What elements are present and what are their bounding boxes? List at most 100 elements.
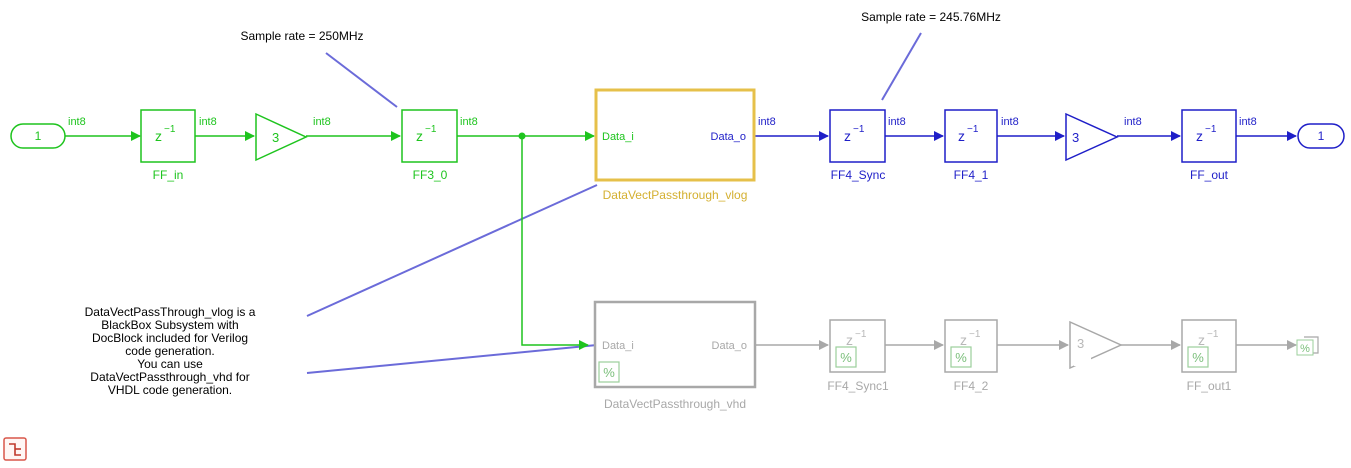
signal-type-label: int8 xyxy=(460,116,478,128)
note-line: code generation. xyxy=(125,344,214,358)
annotation-connectors xyxy=(306,32,922,374)
gain-value: 3 xyxy=(1077,336,1084,351)
delay-exponent: −1 xyxy=(969,329,981,340)
annotation-line xyxy=(881,32,922,101)
annotation-line xyxy=(325,52,398,108)
block-name: FF3_0 xyxy=(413,168,448,182)
note-line: DataVectPassThrough_vlog is a xyxy=(85,305,256,319)
subsystem-frame xyxy=(593,300,757,389)
gain3-block[interactable]: 3 xyxy=(1069,320,1123,370)
signal-type-label: int8 xyxy=(199,116,217,128)
comment-badge xyxy=(598,361,620,383)
comment-percent-icon: % xyxy=(840,350,852,365)
vlog-subsystem-block[interactable]: Data_i Data_o DataVectPassthrough_vlog xyxy=(594,88,756,202)
outport-number: 1 xyxy=(1318,129,1325,143)
delay-shape xyxy=(401,109,458,163)
delay-shape xyxy=(944,109,998,163)
input-port-label: Data_i xyxy=(602,131,634,143)
comment-percent-icon: % xyxy=(1192,350,1204,365)
comment-badge xyxy=(1187,346,1209,368)
vhd-subsystem-block[interactable]: Data_i Data_o % DataVectPassthrough_vhd xyxy=(593,300,757,411)
delay-exponent: −1 xyxy=(967,124,979,135)
delay-symbol: z xyxy=(844,128,851,144)
delay-symbol: z xyxy=(1196,128,1203,144)
ff4-sync1-delay-block[interactable]: z −1 % FF4_Sync1 xyxy=(827,319,889,393)
annotation-line xyxy=(306,344,598,374)
block-name: FF4_Sync xyxy=(831,168,886,182)
delay-shape xyxy=(1181,109,1237,163)
ff3-0-delay-block[interactable]: z −1 FF3_0 xyxy=(401,109,458,182)
comment-badge xyxy=(950,346,972,368)
comment-percent-icon: % xyxy=(955,350,967,365)
block-name: FF4_Sync1 xyxy=(827,379,889,393)
input-port-label: Data_i xyxy=(602,340,634,352)
note-line: DocBlock included for Verilog xyxy=(92,331,248,345)
delay-symbol: z xyxy=(416,128,423,144)
ff4-sync-delay-block[interactable]: z −1 FF4_Sync xyxy=(829,109,886,182)
comment-badge xyxy=(835,346,857,368)
inport-number: 1 xyxy=(35,129,42,143)
inport-block[interactable]: 1 xyxy=(10,123,66,149)
delay-symbol: z xyxy=(1198,332,1205,348)
comment-badge xyxy=(1296,339,1314,356)
inport-shape xyxy=(10,123,66,149)
block-name: FF4_1 xyxy=(954,168,989,182)
signal-type-label: int8 xyxy=(758,116,776,128)
gain-value: 3 xyxy=(1072,130,1079,145)
delay-exponent: −1 xyxy=(164,124,176,135)
outport-shape xyxy=(1297,123,1345,149)
delay-exponent: −1 xyxy=(1207,329,1219,340)
ff-out1-delay-block[interactable]: z −1 % FF_out1 xyxy=(1181,319,1237,393)
comment-percent-icon: % xyxy=(1300,343,1310,355)
delay-exponent: −1 xyxy=(853,124,865,135)
delay-exponent: −1 xyxy=(1205,124,1217,135)
signal-type-label: int8 xyxy=(1239,116,1257,128)
delay-shape xyxy=(829,109,886,163)
gain-mask xyxy=(1074,352,1091,366)
annotation-line xyxy=(306,184,598,317)
ff4-1-delay-block[interactable]: z −1 FF4_1 xyxy=(944,109,998,182)
gain-block[interactable]: 3 xyxy=(255,112,308,162)
signal-type-label: int8 xyxy=(1124,116,1142,128)
output-port-label: Data_o xyxy=(712,340,747,352)
ff-out-delay-block[interactable]: z −1 FF_out xyxy=(1181,109,1237,182)
note-line: You can use xyxy=(137,357,203,371)
ff-in-delay-block[interactable]: z −1 FF_in xyxy=(140,109,196,182)
sample-rate-250-annotation[interactable]: Sample rate = 250MHz xyxy=(240,29,363,43)
delay-exponent: −1 xyxy=(425,124,437,135)
delay-symbol: z xyxy=(846,332,853,348)
block-name: FF4_2 xyxy=(954,379,989,393)
signal-type-label: int8 xyxy=(68,116,86,128)
block-name: DataVectPassthrough_vhd xyxy=(604,397,746,411)
delay-shape xyxy=(140,109,196,163)
hierarchy-navigator-icon[interactable] xyxy=(3,437,27,461)
block-name: FF_in xyxy=(153,168,184,182)
signal-type-label: int8 xyxy=(313,116,331,128)
ff4-2-delay-block[interactable]: z −1 % FF4_2 xyxy=(944,319,998,393)
sample-rate-245-annotation[interactable]: Sample rate = 245.76MHz xyxy=(861,10,1001,24)
signal-type-label: int8 xyxy=(1001,116,1019,128)
outport-block[interactable]: 1 xyxy=(1297,123,1345,149)
delay-symbol: z xyxy=(960,332,967,348)
note-line: DataVectPassthrough_vhd for xyxy=(90,370,249,384)
terminator-block[interactable]: % xyxy=(1296,336,1319,356)
block-name: FF_out1 xyxy=(1187,379,1232,393)
delay-symbol: z xyxy=(958,128,965,144)
green-signal-lines xyxy=(65,131,595,350)
block-name: DataVectPassthrough_vlog xyxy=(603,188,748,202)
delay-symbol: z xyxy=(155,128,162,144)
note-line: BlackBox Subsystem with xyxy=(101,318,238,332)
signal-type-label: int8 xyxy=(888,116,906,128)
gain2-block[interactable]: 3 xyxy=(1065,112,1119,162)
gain-shape xyxy=(1065,112,1119,162)
branch-signal-line[interactable] xyxy=(521,136,589,350)
branch-point xyxy=(518,132,526,140)
output-port-label: Data_o xyxy=(711,131,746,143)
comment-percent-icon: % xyxy=(603,365,615,380)
blackbox-note[interactable]: DataVectPassThrough_vlog is a BlackBox S… xyxy=(85,305,256,397)
gain-value: 3 xyxy=(272,130,279,145)
subsystem-frame xyxy=(594,88,756,182)
delay-exponent: −1 xyxy=(855,329,867,340)
block-name: FF_out xyxy=(1190,168,1229,182)
